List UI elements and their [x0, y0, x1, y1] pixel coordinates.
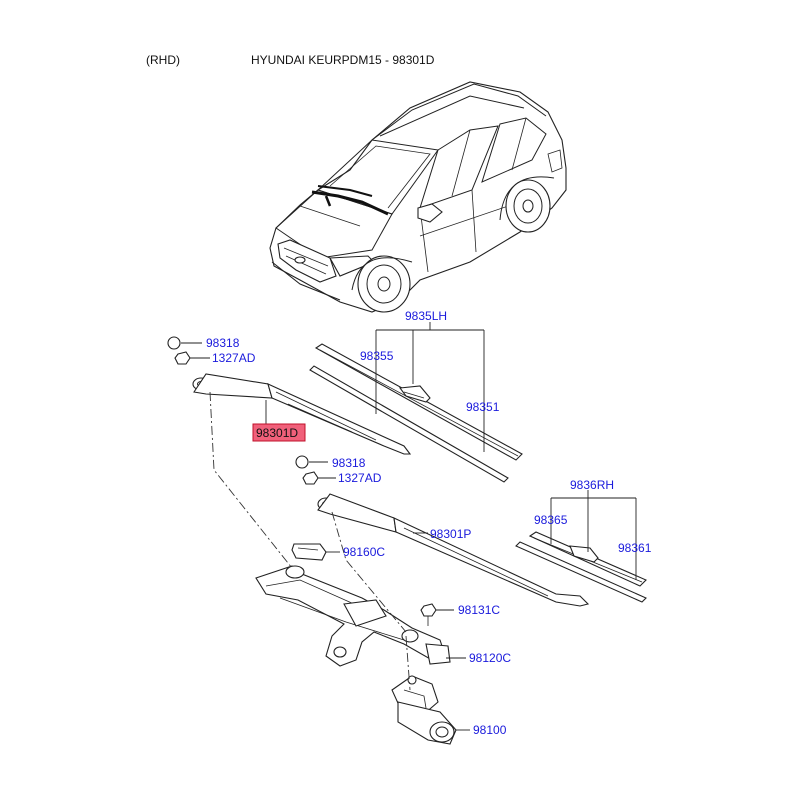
label-98318: 98318 [206, 336, 240, 350]
label-9835lh: 9835LH [405, 309, 447, 323]
cap-98318-lower [295, 455, 309, 469]
label-98131c: 98131C [458, 603, 500, 617]
bolt-98131c [420, 603, 437, 617]
label-1327ad: 1327AD [212, 351, 256, 365]
wiper-arm-98301p [317, 493, 590, 607]
label-98100: 98100 [473, 723, 507, 737]
highlight-box-98301d [252, 423, 306, 442]
nut-1327ad-upper [174, 351, 191, 365]
label-98351: 98351 [466, 400, 500, 414]
label-1327ad-2: 1327AD [338, 471, 382, 485]
label-98160c: 98160C [343, 545, 385, 559]
label-98365: 98365 [534, 513, 568, 527]
wiper-blade-lh-9835lh [309, 343, 523, 483]
nut-1327ad-lower [302, 471, 319, 485]
label-98318-2: 98318 [332, 456, 366, 470]
vehicle-illustration [269, 81, 567, 313]
wiper-blade-rh-9836rh [515, 531, 647, 603]
rhd-variant-label: (RHD) [146, 53, 180, 67]
bracket-98160c [291, 543, 327, 561]
cap-98318-upper [167, 336, 181, 350]
wiper-linkage-98120c [255, 565, 451, 667]
label-98301d: 98301D [256, 426, 298, 440]
wiper-motor-98100 [391, 675, 457, 745]
label-9836rh: 9836RH [570, 478, 614, 492]
label-98361: 98361 [618, 541, 652, 555]
diagram-title: HYUNDAI KEURPDM15 - 98301D [251, 53, 435, 67]
label-98301p: 98301P [430, 527, 471, 541]
label-98355: 98355 [360, 349, 394, 363]
wiper-arm-98301d [192, 373, 412, 455]
label-98120c: 98120C [469, 651, 511, 665]
